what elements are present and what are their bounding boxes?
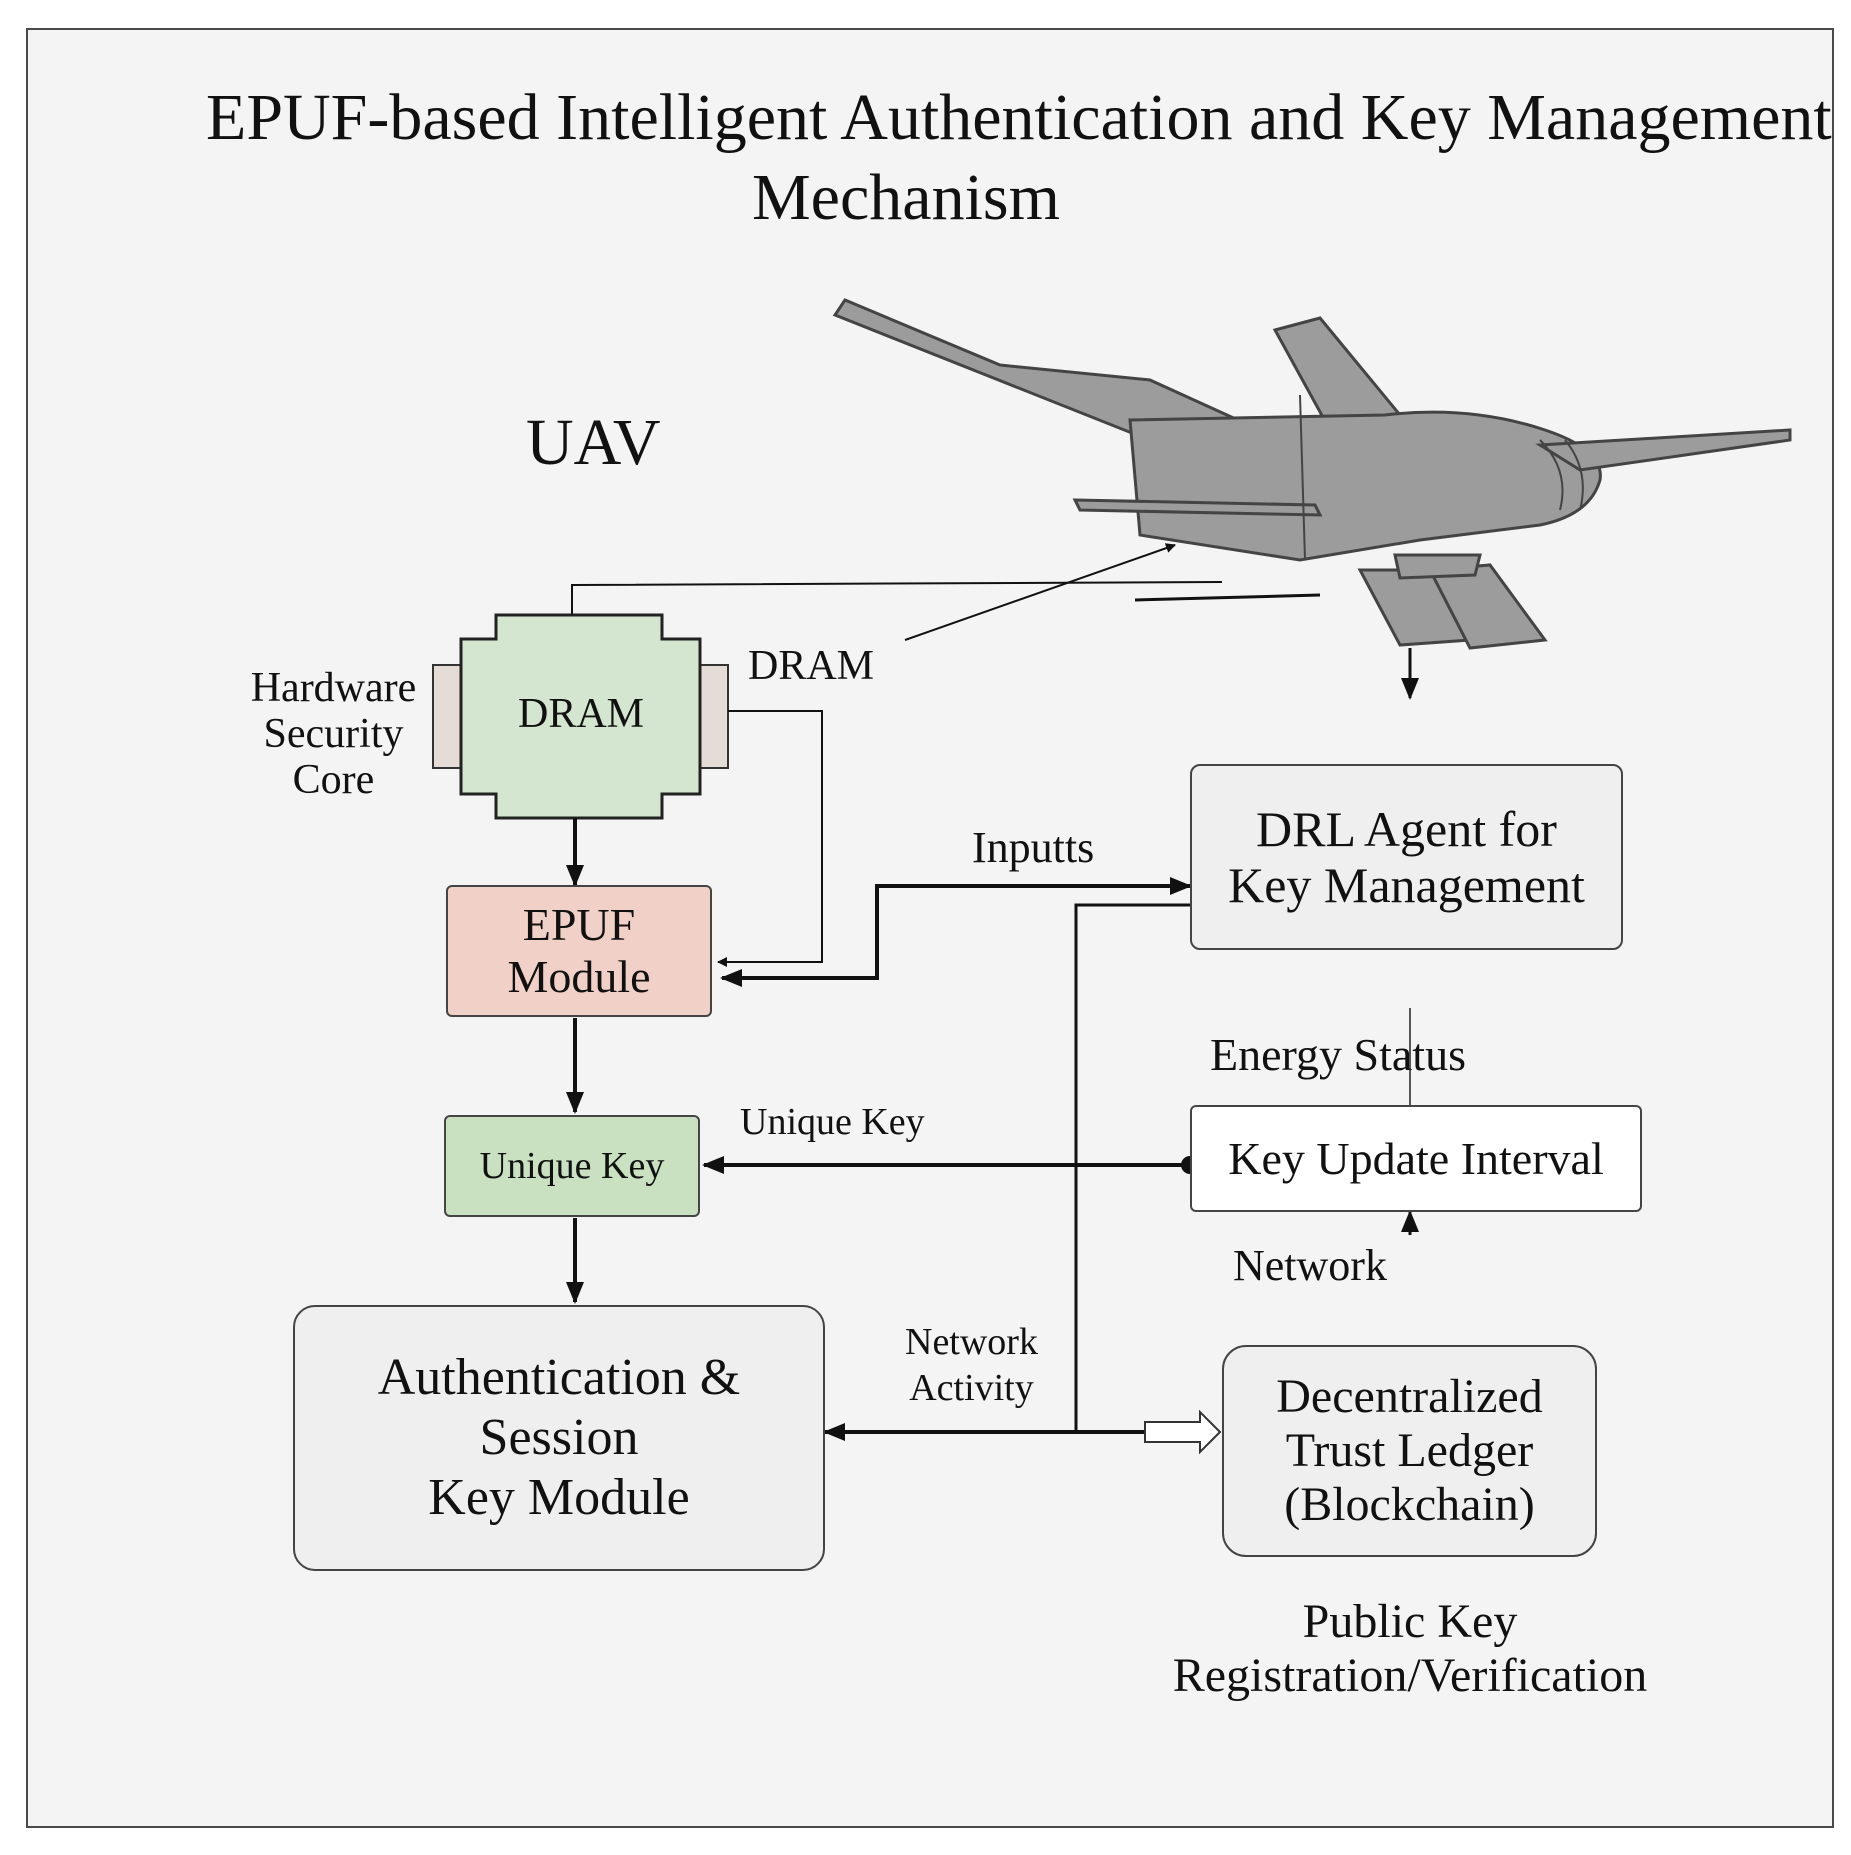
dram-side-label: DRAM [748, 643, 875, 689]
drl-to-epuf-arrow [720, 884, 1190, 987]
title-line-2: Mechanism [752, 161, 1060, 234]
auth-session-key-module: Authentication & Session Key Module [293, 1305, 825, 1571]
drl-network-connector [1074, 903, 1190, 1432]
dram-to-drone-arrow [904, 543, 1176, 641]
dram-chip-label: DRAM [518, 691, 645, 737]
title-line-1: EPUF-based Intelligent Authentication an… [206, 81, 1832, 154]
chip-to-drone-line [571, 581, 1223, 640]
unique-key-arrow-label: Unique Key [740, 1101, 925, 1143]
public-key-registration-label: Public Key Registration/Verification [1172, 1595, 1648, 1702]
key-update-interval-box: Key Update Interval [1190, 1105, 1642, 1212]
network-activity-label: Network Activity [905, 1321, 1038, 1409]
drl-agent-box: DRL Agent for Key Management [1190, 764, 1623, 950]
energy-status-label: Energy Status [1210, 1029, 1466, 1080]
dram-chip-shape [432, 613, 729, 820]
epuf-module: EPUF Module [446, 885, 712, 1017]
ledger-input-arrow [1144, 1409, 1222, 1455]
uav-label: UAV [526, 406, 661, 479]
drone-motion-line [1134, 593, 1321, 602]
unique-key-box: Unique Key [444, 1115, 700, 1217]
hardware-security-core-label: Hardware Security Core [250, 665, 417, 804]
inputs-label: Inputts [972, 823, 1095, 872]
drone-detail-lines [1299, 394, 1584, 561]
drone-illustration [832, 298, 1792, 650]
dram-loop-arrow [717, 710, 823, 967]
decentralized-trust-ledger: Decentralized Trust Ledger (Blockchain) [1222, 1345, 1597, 1557]
network-label: Network [1233, 1241, 1387, 1290]
